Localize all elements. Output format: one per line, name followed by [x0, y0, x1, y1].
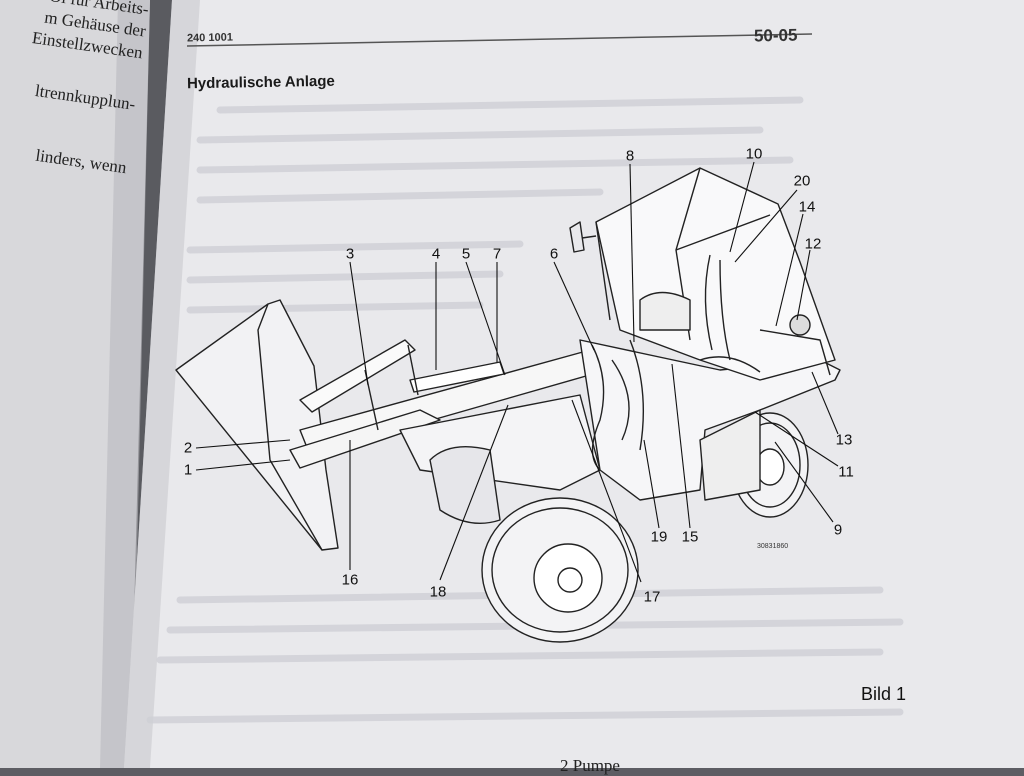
callout-5: 5 — [461, 245, 471, 263]
callout-9: 9 — [833, 521, 843, 539]
callout-11: 11 — [838, 463, 854, 481]
callout-18: 18 — [429, 583, 447, 601]
page-number: 240 1001 — [186, 31, 234, 45]
right-page — [124, 0, 1024, 768]
left-page-line: linders, wenn — [34, 145, 128, 178]
callout-19: 19 — [650, 528, 668, 546]
callout-15: 15 — [681, 528, 699, 546]
header-rule — [186, 33, 813, 47]
callout-4: 4 — [431, 245, 441, 263]
callout-1: 1 — [183, 461, 193, 479]
left-page: e Öl für Arbeits- m Gehäuse der Einstell… — [0, 0, 150, 768]
callout-10: 10 — [745, 145, 763, 163]
bottom-text: 2 Pumpe — [560, 756, 620, 775]
section-number: 50-05 — [753, 25, 798, 46]
callout-20: 20 — [793, 172, 811, 190]
left-page-line: ltrennkupplun- — [33, 81, 137, 114]
figure-code: 30831860 — [757, 543, 789, 550]
callout-6: 6 — [549, 245, 559, 263]
callout-8: 8 — [625, 147, 635, 165]
figure-label: Bild 1 — [861, 684, 907, 704]
callout-14: 14 — [798, 198, 816, 216]
callout-12: 12 — [804, 235, 822, 253]
page-heading: Hydraulische Anlage — [186, 72, 335, 93]
callout-17: 17 — [643, 588, 661, 606]
callout-3: 3 — [345, 245, 355, 263]
callout-2: 2 — [183, 439, 193, 457]
callout-16: 16 — [341, 571, 359, 589]
callout-7: 7 — [492, 245, 502, 263]
callout-13: 13 — [835, 431, 853, 449]
bucket — [175, 299, 339, 551]
